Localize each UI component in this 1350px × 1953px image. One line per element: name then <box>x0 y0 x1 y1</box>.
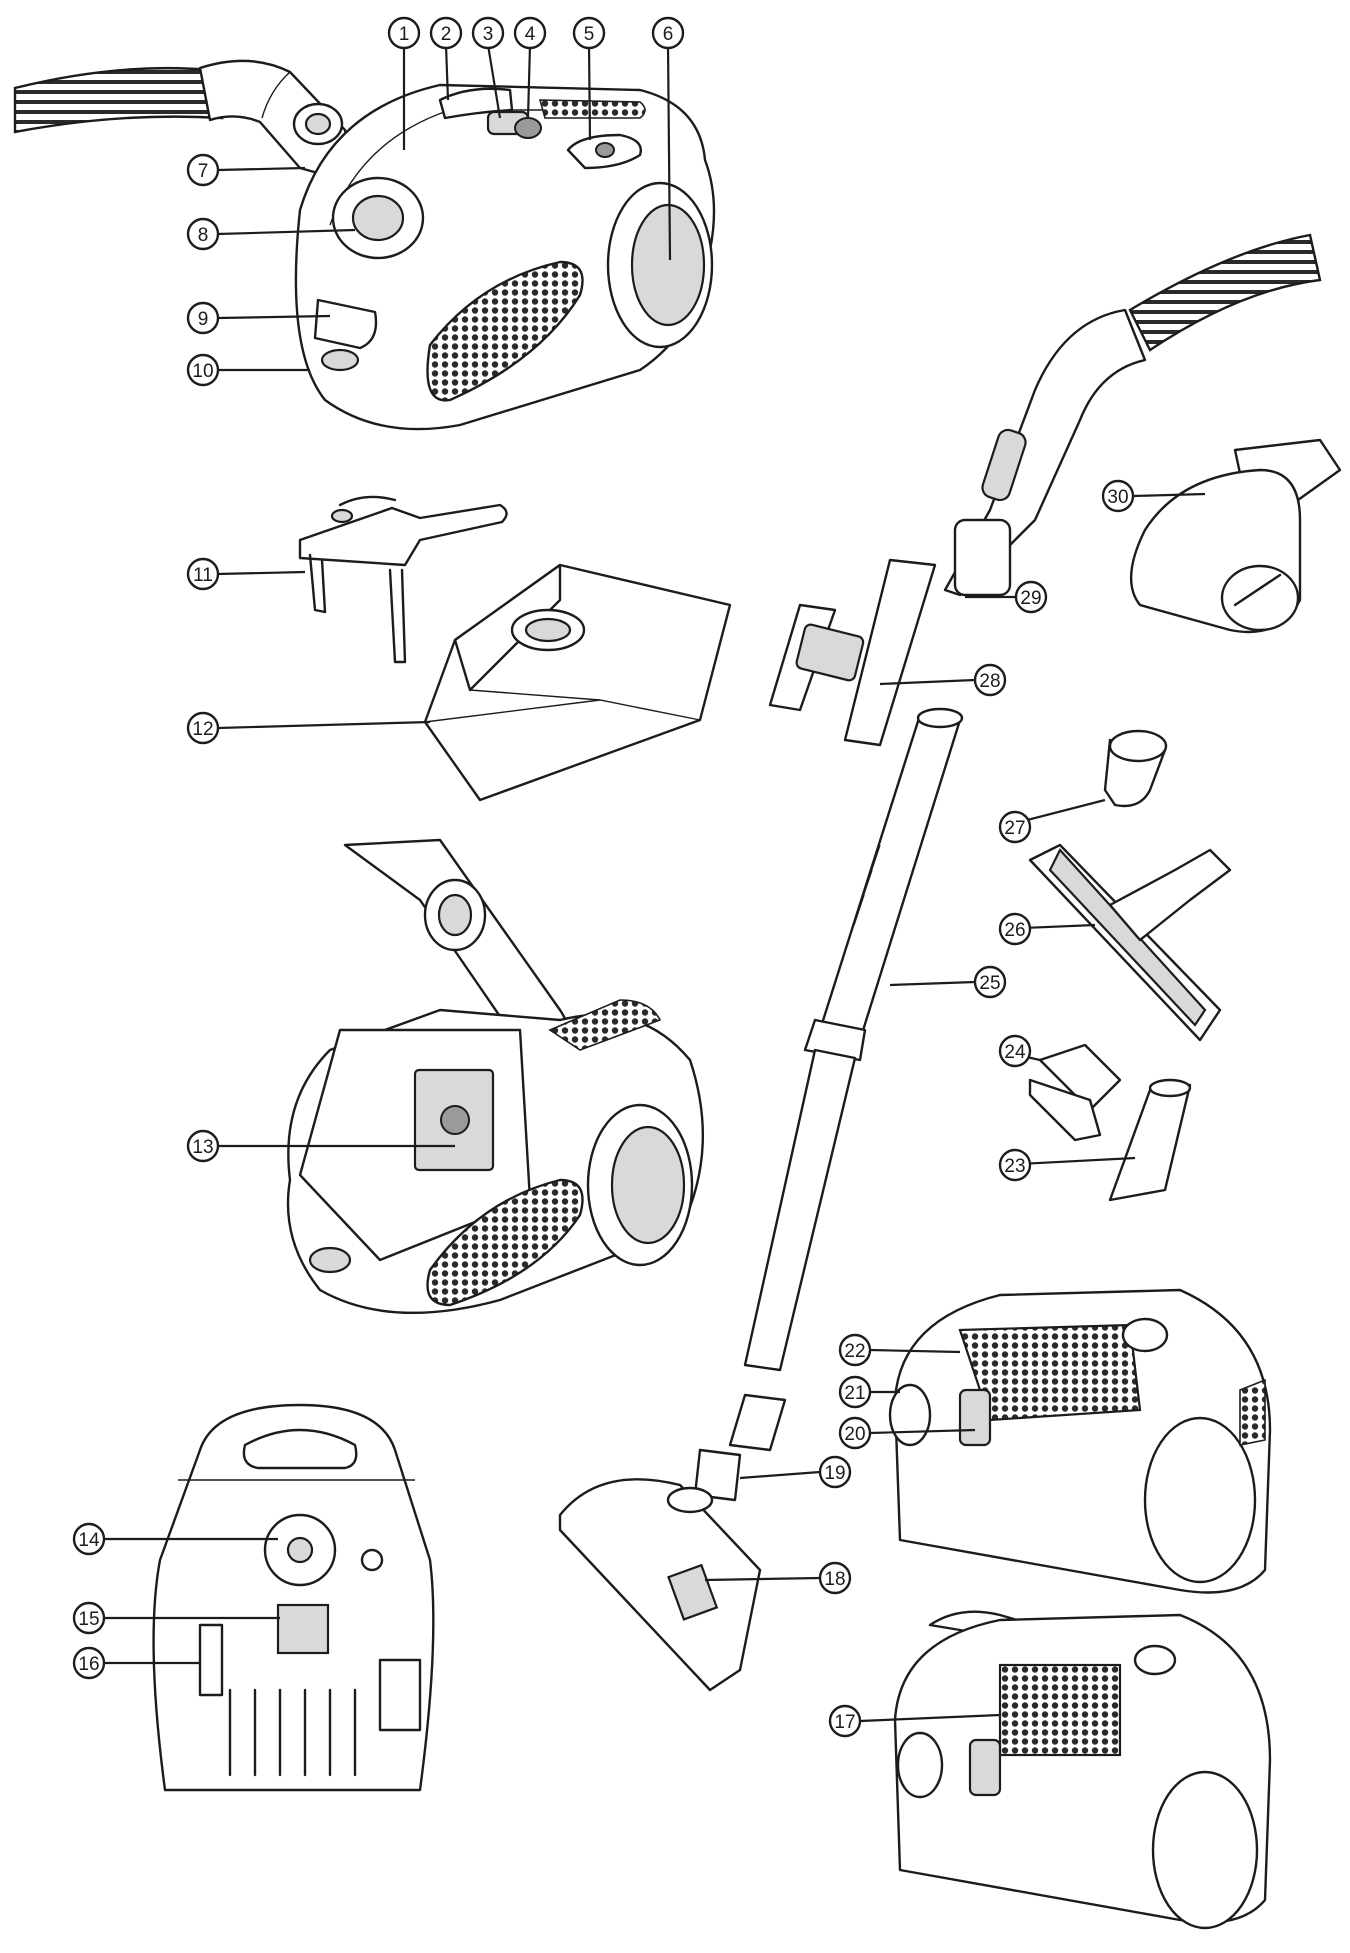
svg-text:27: 27 <box>1004 818 1025 839</box>
callout-23: 23 <box>998 1148 1032 1182</box>
callout-6: 6 <box>651 16 685 50</box>
callout-7: 7 <box>186 153 220 187</box>
svg-text:13: 13 <box>192 1137 213 1158</box>
svg-text:24: 24 <box>1004 1042 1026 1063</box>
hose-handle-drawing <box>943 233 1322 597</box>
bottom-view-drawing <box>152 1403 435 1792</box>
svg-text:28: 28 <box>979 671 1000 692</box>
callout-29: 29 <box>1014 580 1048 614</box>
svg-text:17: 17 <box>834 1712 855 1733</box>
bag-holder-drawing <box>298 495 508 664</box>
svg-text:19: 19 <box>824 1463 845 1484</box>
floor-nozzle-drawing <box>558 1393 787 1692</box>
callout-8: 8 <box>186 217 220 251</box>
callout-9: 9 <box>186 301 220 335</box>
callout-10: 10 <box>186 353 220 387</box>
svg-text:2: 2 <box>441 24 452 45</box>
svg-text:18: 18 <box>824 1569 845 1590</box>
svg-text:23: 23 <box>1004 1156 1025 1177</box>
svg-text:30: 30 <box>1107 487 1128 508</box>
svg-text:16: 16 <box>78 1654 99 1675</box>
svg-text:10: 10 <box>192 361 213 382</box>
svg-text:6: 6 <box>663 24 674 45</box>
callout-26: 26 <box>998 912 1032 946</box>
callout-27: 27 <box>998 810 1032 844</box>
svg-text:8: 8 <box>198 225 209 246</box>
callout-17: 17 <box>828 1704 862 1738</box>
svg-text:26: 26 <box>1004 920 1025 941</box>
callout-18: 18 <box>818 1561 852 1595</box>
svg-text:3: 3 <box>483 24 494 45</box>
vacuum-main-body-drawing <box>294 83 716 431</box>
svg-text:7: 7 <box>198 161 209 182</box>
callout-12: 12 <box>186 711 220 745</box>
callout-28: 28 <box>973 663 1007 697</box>
callout-21: 21 <box>838 1375 872 1409</box>
svg-text:5: 5 <box>584 24 595 45</box>
callout-4: 4 <box>513 16 547 50</box>
callout-1: 1 <box>387 16 421 50</box>
callout-2: 2 <box>429 16 463 50</box>
callout-16: 16 <box>72 1646 106 1680</box>
svg-text:15: 15 <box>78 1609 99 1630</box>
rear-view-drawing <box>888 1288 1272 1594</box>
svg-text:9: 9 <box>198 309 209 330</box>
svg-text:25: 25 <box>979 973 1000 994</box>
svg-text:21: 21 <box>844 1383 865 1404</box>
callout-25: 25 <box>973 965 1007 999</box>
hose-connector-drawing <box>13 59 348 177</box>
svg-text:14: 14 <box>78 1530 100 1551</box>
svg-text:11: 11 <box>193 565 213 586</box>
callout-15: 15 <box>72 1601 106 1635</box>
svg-text:20: 20 <box>844 1424 865 1445</box>
dust-bag-drawing <box>423 563 732 802</box>
svg-text:29: 29 <box>1020 588 1041 609</box>
svg-text:1: 1 <box>399 24 410 45</box>
callout-14: 14 <box>72 1522 106 1556</box>
open-vacuum-drawing <box>286 838 705 1315</box>
callout-20: 20 <box>838 1416 872 1450</box>
callout-22: 22 <box>838 1333 872 1367</box>
callout-13: 13 <box>186 1129 220 1163</box>
callout-3: 3 <box>471 16 505 50</box>
callout-24: 24 <box>998 1034 1032 1068</box>
accessories-drawing <box>1028 729 1232 1202</box>
callout-30: 30 <box>1101 479 1135 513</box>
svg-text:4: 4 <box>525 24 536 45</box>
callout-19: 19 <box>818 1455 852 1489</box>
svg-text:22: 22 <box>844 1341 865 1362</box>
rear-view-open-drawing <box>893 1610 1272 1930</box>
telescopic-tube-drawing <box>743 707 964 1372</box>
svg-text:12: 12 <box>192 719 213 740</box>
nozzle-holder-drawing <box>768 558 937 747</box>
turbo-brush-drawing <box>1130 438 1342 634</box>
callout-11: 11 <box>186 557 220 591</box>
callout-5: 5 <box>572 16 606 50</box>
